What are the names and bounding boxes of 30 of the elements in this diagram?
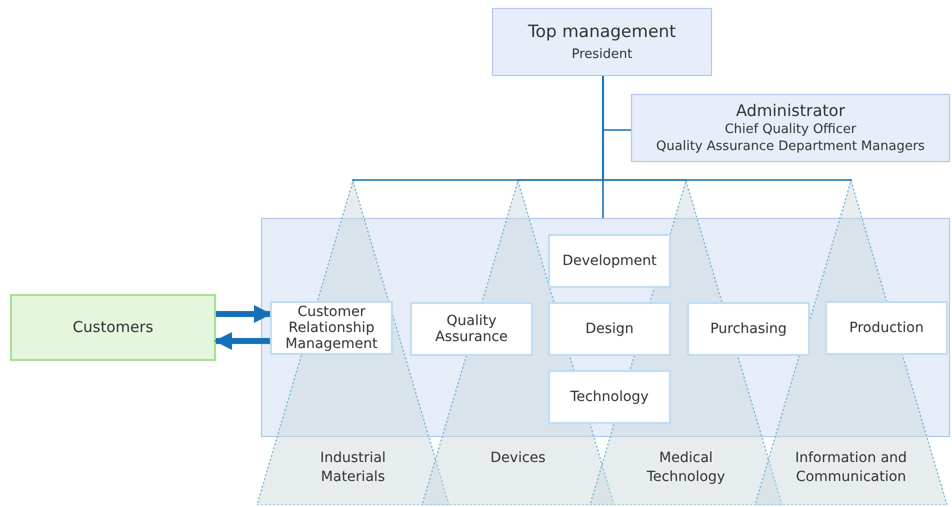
box-label: Production: [848, 320, 925, 336]
box-title: Administrator: [736, 101, 846, 121]
management-box: [492, 8, 712, 76]
segment-label: Medical Technology: [646, 449, 726, 487]
box-label: Design: [584, 321, 635, 337]
department-box: [548, 302, 671, 356]
box-label: Technology: [569, 389, 650, 405]
department-box: [687, 302, 810, 356]
arrow: [216, 305, 272, 323]
department-box: [410, 302, 533, 356]
segment-label: Industrial Materials: [319, 449, 387, 487]
box-title: Top management: [528, 20, 676, 44]
department-box: [548, 234, 671, 288]
department-box: [548, 370, 671, 424]
box-label: Development: [561, 253, 658, 269]
organization-panel: [261, 218, 950, 437]
segment-label: Information and Communication: [794, 449, 908, 487]
box-label: Purchasing: [709, 321, 788, 337]
department-box: [270, 301, 393, 355]
box-label: Customer Relationship Management: [284, 304, 379, 352]
box-subtitle: Quality Assurance Department Managers: [656, 138, 925, 155]
box-subtitle: President: [572, 46, 632, 64]
arrow: [214, 332, 270, 350]
segment-label: Devices: [489, 449, 547, 468]
administrator-box: [631, 94, 950, 162]
box-subtitle: Chief Quality Officer: [724, 121, 856, 138]
customers-box: [10, 294, 216, 361]
department-box: [825, 301, 948, 355]
box-label: Customers: [72, 317, 154, 338]
box-label: Quality Assurance: [434, 313, 509, 345]
